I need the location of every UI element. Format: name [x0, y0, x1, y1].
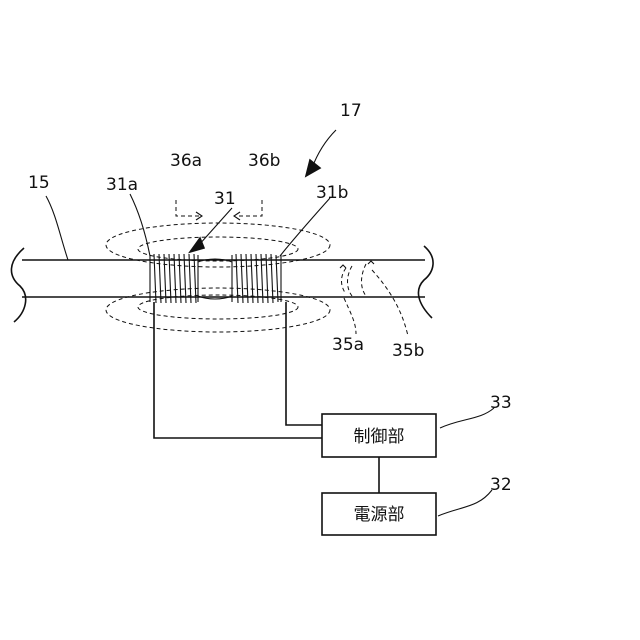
- label-31b: 31b: [316, 183, 348, 203]
- label-36b: 36b: [248, 151, 280, 171]
- label-15: 15: [28, 173, 50, 193]
- label-31: 31: [214, 189, 236, 209]
- wiring: [154, 302, 379, 493]
- coil-31a-windings: [150, 254, 198, 303]
- pipe: [11, 246, 433, 322]
- label-31a: 31a: [106, 175, 138, 195]
- power-label: 電源部: [354, 505, 405, 525]
- label-35b: 35b: [392, 341, 424, 361]
- label-35a: 35a: [332, 335, 364, 355]
- controller-label: 制御部: [354, 427, 405, 447]
- label-36a: 36a: [170, 151, 202, 171]
- label-17: 17: [340, 101, 362, 121]
- magnetic-field-lines: [106, 223, 330, 332]
- label-32: 32: [490, 475, 512, 495]
- flow-markers: [340, 261, 374, 296]
- label-33: 33: [490, 393, 512, 413]
